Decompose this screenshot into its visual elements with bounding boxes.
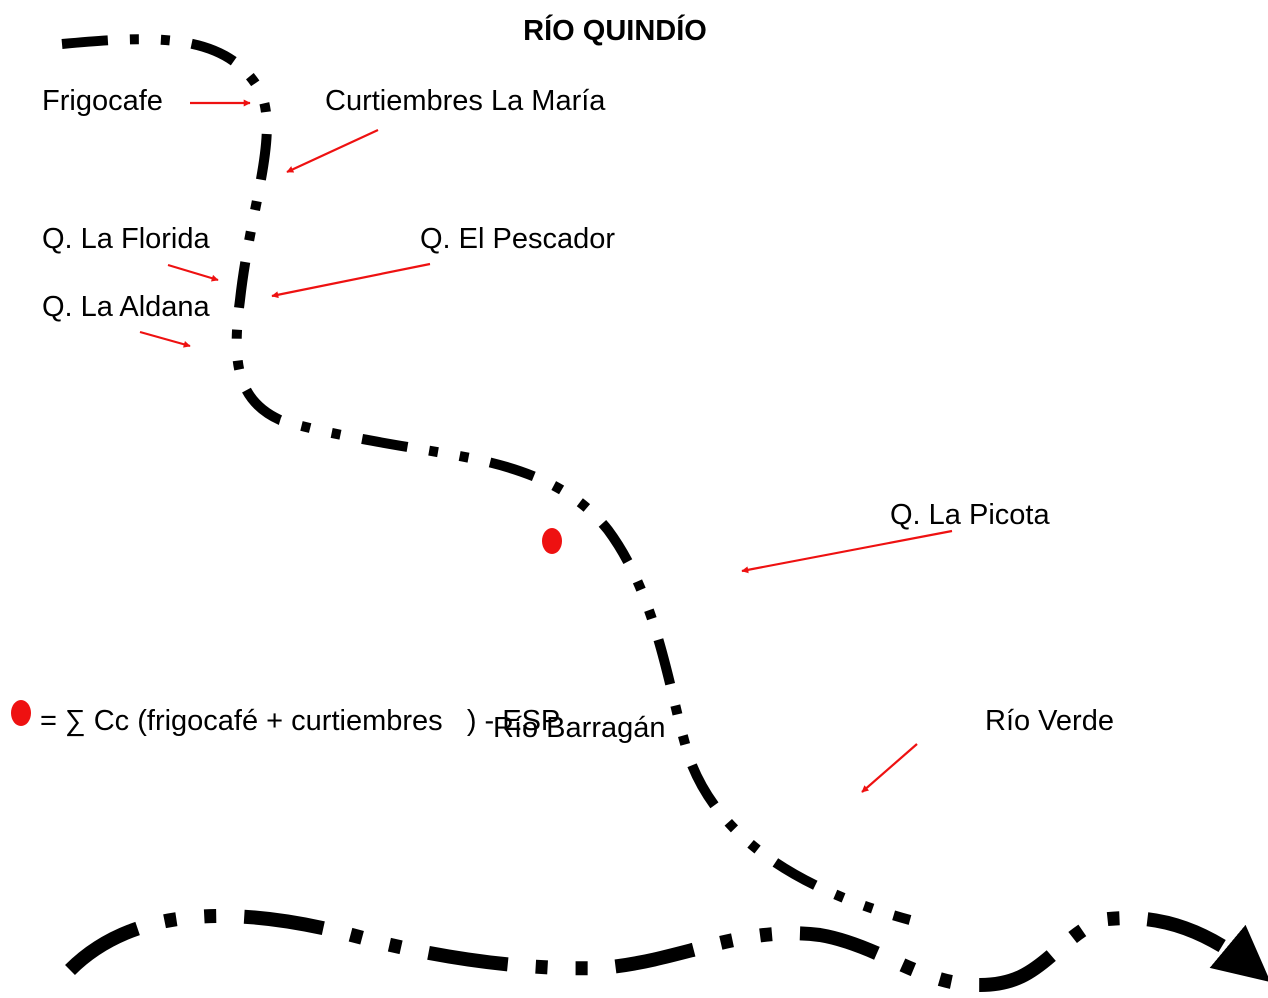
measurement-point: [542, 528, 562, 554]
label-la-florida: Q. La Florida: [42, 223, 210, 255]
arrow-la-florida: [167, 263, 219, 282]
arrow-el-pescador: [271, 262, 431, 299]
rio-quindio-line: [61, 34, 912, 925]
legend-point-icon: [11, 700, 31, 726]
arrow-la-picota: [741, 529, 953, 574]
label-la-picota: Q. La Picota: [890, 499, 1050, 531]
arrow-la-aldana: [139, 330, 191, 348]
label-el-pescador: Q. El Pescador: [420, 223, 615, 255]
arrow-curtiembres: [286, 129, 379, 173]
label-rio-verde: Río Verde: [985, 705, 1114, 737]
label-curtiembres: Curtiembres La María: [325, 85, 606, 117]
arrow-rio-verde: [861, 743, 918, 793]
label-la-aldana: Q. La Aldana: [42, 291, 211, 323]
label-rio-barragan: Río Barragán: [493, 712, 666, 744]
label-frigocafe: Frigocafe: [42, 85, 163, 117]
diagram-title: RÍO QUINDÍO: [523, 13, 707, 47]
rio-barragan-line: [65, 909, 1268, 993]
legend-text: = ∑ Cc (frigocafé + curtiembres ) - ESP: [40, 705, 560, 737]
